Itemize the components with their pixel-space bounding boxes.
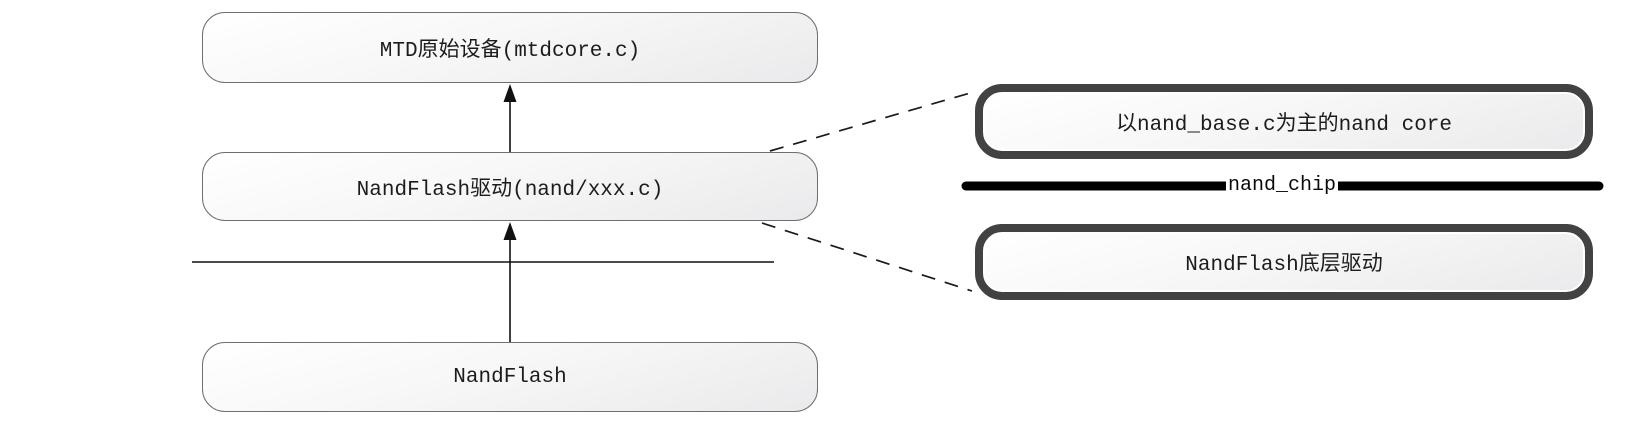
box-mtd-device-label: MTD原始设备(mtdcore.c) <box>379 39 641 63</box>
box-nand-driver-label: NandFlash驱动(nand/xxx.c) <box>356 178 664 202</box>
box-low-level-driver-label: NandFlash底层驱动 <box>1185 254 1383 277</box>
box-nand-core-label: 以nand_base.c为主的nand core <box>1115 113 1453 137</box>
arrowhead-up-icon <box>503 222 517 240</box>
dashed-connector-top <box>769 90 978 152</box>
box-nand-driver: NandFlash驱动(nand/xxx.c) <box>202 152 818 221</box>
arrowhead-up-icon <box>503 84 517 102</box>
box-mtd-device: MTD原始设备(mtdcore.c) <box>202 12 818 83</box>
nand-chip-label: nand_chip <box>1225 174 1339 197</box>
box-nandflash-hw: NandFlash <box>202 342 818 412</box>
box-low-level-driver: NandFlash底层驱动 <box>975 224 1593 300</box>
dashed-connector-bottom <box>761 222 973 292</box>
box-nand-core: 以nand_base.c为主的nand core <box>975 84 1593 159</box>
box-nandflash-hw-label: NandFlash <box>453 365 567 389</box>
